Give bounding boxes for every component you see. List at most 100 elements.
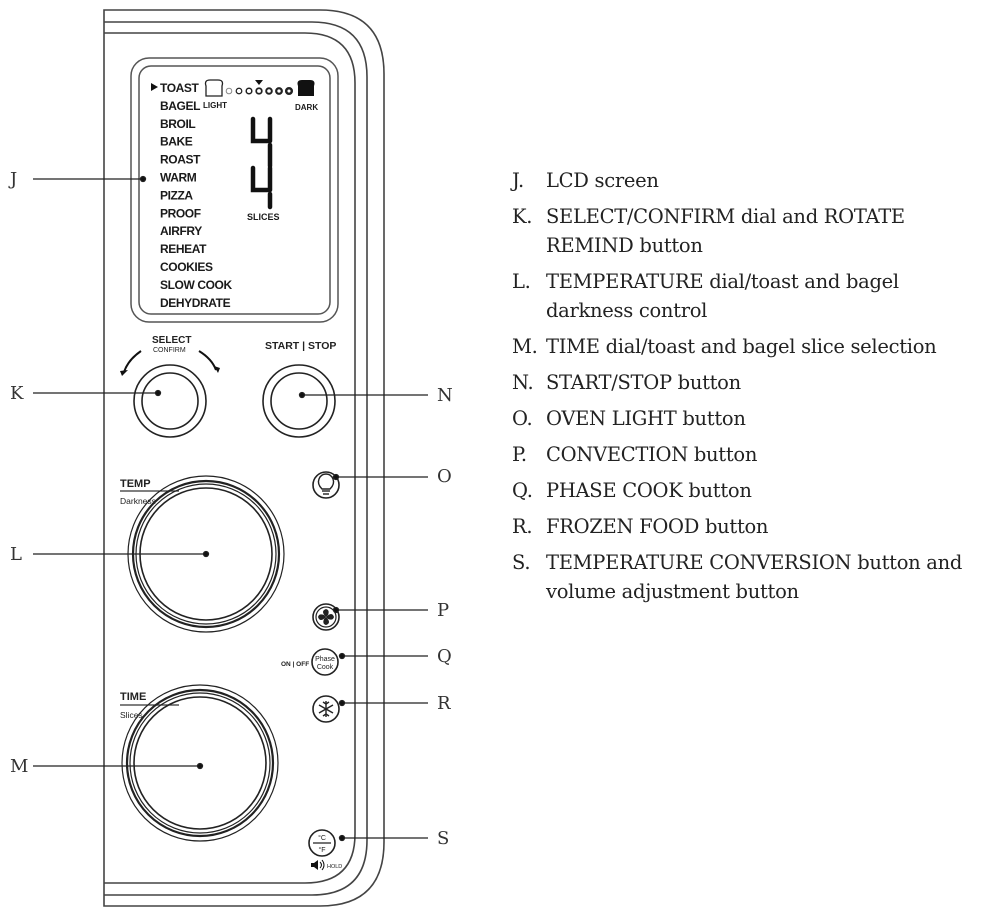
time-label: TIME: [120, 691, 146, 703]
cook-label: Cook: [317, 664, 334, 671]
legend-text: LCD screen: [546, 169, 659, 192]
legend-item-l: L. TEMPERATURE dial/toast and bagel dark…: [512, 267, 982, 325]
legend-key: P.: [512, 443, 527, 466]
legend-key: S.: [512, 551, 531, 574]
legend-list: J. LCD screen K. SELECT/CONFIRM dial and…: [512, 166, 982, 613]
legend-item-n: N. START/STOP button: [512, 368, 982, 397]
darkness-level-dot: [225, 87, 233, 95]
lcd-menu-item: BAKE: [160, 135, 193, 149]
darkness-level-dot: [255, 87, 263, 95]
callout-letter-j: J: [8, 169, 17, 190]
legend-key: O.: [512, 407, 533, 430]
panel-inner-border: [104, 32, 356, 884]
light-toast-icon: [204, 79, 224, 97]
legend-item-m: M. TIME dial/toast and bagel slice selec…: [512, 332, 982, 361]
legend-text: TIME dial/toast and bagel slice selectio…: [546, 335, 937, 358]
legend-text: CONVECTION button: [546, 443, 758, 466]
callout-letter-r: R: [437, 693, 451, 714]
darkness-label: Darkness: [120, 496, 156, 506]
fan-icon: [318, 609, 334, 625]
darkness-level-dot: [275, 87, 283, 95]
callout-letter-o: O: [437, 466, 452, 487]
rotate-right-arrow-icon: [198, 350, 217, 371]
callout-letter-q: Q: [437, 646, 452, 667]
lcd-menu-item: BROIL: [160, 117, 195, 131]
start-stop-button[interactable]: [262, 364, 336, 438]
frozen-food-button[interactable]: [312, 695, 340, 723]
lcd-menu-item: ROAST: [160, 153, 201, 167]
celsius-label: °C: [318, 834, 326, 842]
legend-text: SELECT/CONFIRM dial and ROTATE REMIND bu…: [546, 205, 905, 257]
lcd-menu-item: TOAST: [160, 81, 200, 95]
rotate-left-arrow-icon: [123, 350, 142, 373]
lcd-menu-item: REHEAT: [160, 242, 207, 256]
volume-hold-indicator: HOLD: [311, 859, 342, 871]
dark-toast-icon: [297, 80, 315, 96]
confirm-label: CONFIRM: [153, 347, 186, 354]
temp-label: TEMP: [120, 478, 151, 490]
legend-item-q: Q. PHASE COOK button: [512, 476, 982, 505]
convection-button[interactable]: [312, 603, 340, 631]
legend-key: N.: [512, 371, 534, 394]
speaker-icon: [311, 860, 318, 870]
lcd-menu-item: SLOW COOK: [160, 278, 232, 292]
lcd-menu-item: PROOF: [160, 206, 201, 220]
legend-text: TEMPERATURE CONVERSION button and volume…: [546, 551, 963, 603]
lcd-screen: [130, 57, 339, 323]
legend-item-r: R. FROZEN FOOD button: [512, 512, 982, 541]
darkness-level-dot: [284, 86, 294, 96]
darkness-light-label: LIGHT: [203, 101, 227, 110]
legend-key: K.: [512, 205, 533, 228]
legend-item-s: S. TEMPERATURE CONVERSION button and vol…: [512, 548, 982, 606]
legend-text: OVEN LIGHT button: [546, 407, 746, 430]
darkness-selected-marker-icon: [255, 80, 263, 85]
callout-letter-p: P: [437, 600, 449, 621]
darkness-level-dot: [245, 87, 253, 95]
phase-label: Phase: [315, 656, 335, 663]
select-confirm-dial[interactable]: [133, 364, 207, 438]
selected-mode-arrow-icon: [151, 83, 158, 91]
legend-item-o: O. OVEN LIGHT button: [512, 404, 982, 433]
light-bulb-icon: [317, 473, 335, 495]
time-dial[interactable]: [121, 684, 279, 842]
lcd-menu-item: AIRFRY: [160, 224, 202, 238]
select-label: SELECT: [152, 335, 191, 346]
on-off-label: ON | OFF: [281, 661, 309, 668]
digit-bottom-4: [250, 165, 273, 210]
callout-letter-k: K: [10, 383, 24, 404]
legend-key: M.: [512, 335, 538, 358]
slices-dial-label: Slices: [120, 710, 143, 720]
darkness-level-dot: [265, 87, 273, 95]
legend-key: R.: [512, 515, 533, 538]
legend-key: J.: [512, 169, 524, 192]
digit-top-4: [250, 116, 273, 169]
lcd-menu-item: COOKIES: [160, 260, 213, 274]
legend-key: Q.: [512, 479, 533, 502]
legend-item-k: K. SELECT/CONFIRM dial and ROTATE REMIND…: [512, 202, 982, 260]
callout-letter-l: L: [10, 544, 22, 565]
legend-text: TEMPERATURE dial/toast and bagel darknes…: [546, 270, 899, 322]
start-stop-label: START | STOP: [265, 340, 336, 352]
slices-display: [250, 116, 273, 210]
temp-conversion-button[interactable]: °C °F: [308, 829, 336, 857]
rotate-right-arrowhead-icon: [214, 366, 220, 373]
callout-letter-s: S: [437, 828, 449, 849]
darkness-level-dot: [235, 87, 243, 95]
phase-cook-button[interactable]: Phase Cook: [311, 648, 339, 676]
legend-item-p: P. CONVECTION button: [512, 440, 982, 469]
callout-letter-m: M: [10, 756, 28, 777]
panel-middle-border: [104, 21, 368, 896]
legend-key: L.: [512, 270, 531, 293]
oven-light-button[interactable]: [312, 471, 340, 499]
legend-text: FROZEN FOOD button: [546, 515, 769, 538]
hold-label: HOLD: [327, 864, 342, 870]
legend-item-j: J. LCD screen: [512, 166, 982, 195]
darkness-dark-label: DARK: [295, 103, 318, 112]
legend-text: START/STOP button: [546, 371, 741, 394]
callout-letter-n: N: [437, 385, 453, 406]
rotate-left-arrowhead-icon: [120, 370, 128, 376]
darkness-indicator: LIGHT DARK: [203, 79, 318, 112]
lcd-menu-item: BAGEL: [160, 99, 200, 113]
fahrenheit-label: °F: [318, 846, 325, 854]
